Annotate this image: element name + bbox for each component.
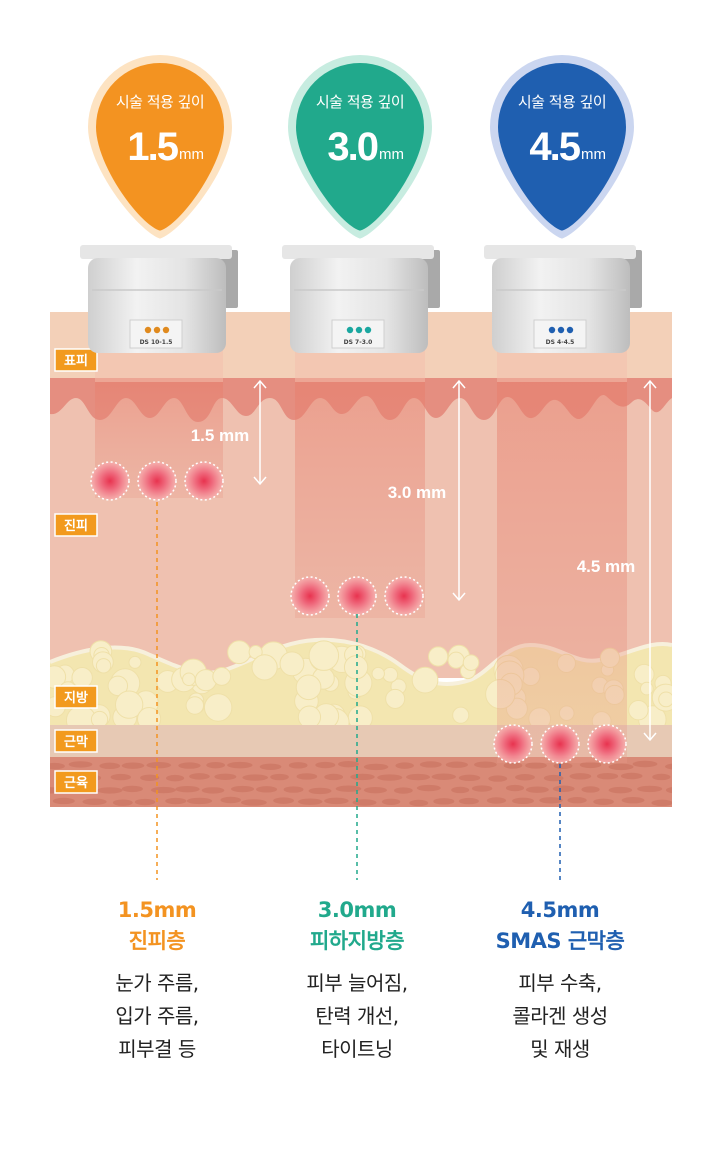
depth-arrow-2 [452, 379, 466, 602]
focal-point-1-3 [184, 461, 224, 501]
indicator-dot [153, 326, 161, 334]
cartridge-2: DS 7-3.0 [282, 245, 440, 353]
pin-unit: mm [581, 146, 606, 163]
indicator-dot [346, 326, 354, 334]
cartridge-3: DS 4-4.5 [484, 245, 642, 353]
cartridge-model: DS 10-1.5 [140, 339, 173, 346]
depth-arrow-3 [643, 379, 657, 742]
pin-value: 1.5 [127, 125, 178, 169]
depth-label-2: 3.0 mm [388, 483, 447, 502]
svg-text:지방: 지방 [64, 690, 88, 706]
pin-label: 시술 적용 깊이 [116, 93, 204, 111]
pin-unit: mm [379, 146, 404, 163]
pin-unit: mm [179, 146, 204, 163]
cartridge-model: DS 7-3.0 [344, 339, 373, 346]
indicator-dot [144, 326, 152, 334]
pin-label: 시술 적용 깊이 [518, 93, 606, 111]
caption-1-depth: 1.5mm [117, 898, 197, 922]
depth-label-3: 4.5 mm [577, 557, 636, 576]
caption-3-description: 피부 수축, 콜라겐 생성 및 재생 [512, 971, 608, 1061]
focal-point-3-3 [587, 724, 627, 764]
svg-text:표피: 표피 [64, 354, 88, 369]
caption-3: 4.5mm SMAS 근막층 피부 수축, 콜라겐 생성 및 재생 [455, 895, 665, 1066]
svg-text:근육: 근육 [64, 775, 88, 791]
caption-1: 1.5mm 진피층 눈가 주름, 입가 주름, 피부결 등 [52, 895, 262, 1066]
focal-point-2-1 [290, 576, 330, 616]
layer-tag-fat: 지방 [54, 685, 98, 709]
focal-point-1-2 [137, 461, 177, 501]
indicator-dot [364, 326, 372, 334]
pin-body [96, 63, 224, 231]
focal-point-2-3 [384, 576, 424, 616]
caption-2-description: 피부 늘어짐, 탄력 개선, 타이트닝 [306, 971, 408, 1061]
caption-3-depth: 4.5mm [520, 898, 600, 922]
indicator-dot [566, 326, 574, 334]
indicator-dot [557, 326, 565, 334]
caption-3-layer: SMAS 근막층 [495, 929, 625, 953]
svg-text:진피: 진피 [64, 518, 88, 534]
pin-body [296, 63, 424, 231]
beam-3 [497, 378, 627, 763]
pin-body [498, 63, 626, 231]
cartridge-1: DS 10-1.5 [80, 245, 238, 353]
caption-2: 3.0mm 피하지방층 피부 늘어짐, 탄력 개선, 타이트닝 [252, 895, 462, 1066]
pin-value: 3.0 [327, 125, 377, 169]
caption-1-description: 눈가 주름, 입가 주름, 피부결 등 [115, 971, 199, 1061]
layer-tag-dermis: 진피 [54, 513, 98, 537]
focal-point-1-1 [90, 461, 130, 501]
focal-point-3-2 [540, 724, 580, 764]
layer-tag-muscle: 근육 [54, 770, 98, 794]
indicator-dot [355, 326, 363, 334]
layer-tag-epidermis: 표피 [54, 348, 98, 372]
focal-point-3-1 [493, 724, 533, 764]
pin-label: 시술 적용 깊이 [316, 93, 404, 111]
focal-point-2-2 [337, 576, 377, 616]
caption-2-layer: 피하지방층 [309, 929, 405, 953]
svg-text:근막: 근막 [64, 734, 88, 750]
pin-value: 4.5 [529, 125, 580, 169]
caption-1-layer: 진피층 [128, 929, 186, 953]
depth-label-1: 1.5 mm [191, 426, 250, 445]
indicator-dot [548, 326, 556, 334]
depth-arrow-1 [253, 379, 267, 486]
layer-tag-fascia: 근막 [54, 729, 98, 753]
cartridge-model: DS 4-4.5 [546, 339, 575, 346]
caption-2-depth: 3.0mm [317, 898, 397, 922]
indicator-dot [162, 326, 170, 334]
